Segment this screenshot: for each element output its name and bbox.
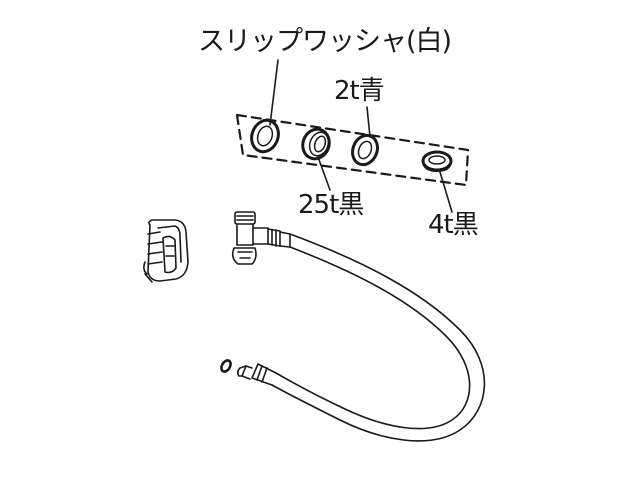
small-o-ring-icon [220, 359, 232, 373]
clip-fitting-icon [143, 219, 189, 283]
hose-icon [271, 233, 486, 442]
label-washer-2t: 2t青 [334, 76, 385, 106]
slip-washer-icon [250, 118, 280, 154]
label-washer-25t: 25t黒 [298, 190, 364, 220]
washer-group-box [235, 113, 470, 187]
washer-4t-icon [421, 150, 453, 172]
washer-25t-icon [301, 127, 331, 161]
label-slip-washer: スリップワッシャ(白) [198, 26, 452, 57]
label-washer-4t: 4t黒 [428, 210, 479, 240]
elbow-joint-icon [231, 211, 291, 265]
hose-end-nipple-icon [236, 363, 277, 386]
leader-lines [269, 59, 453, 213]
washer-2t-icon [351, 133, 379, 167]
